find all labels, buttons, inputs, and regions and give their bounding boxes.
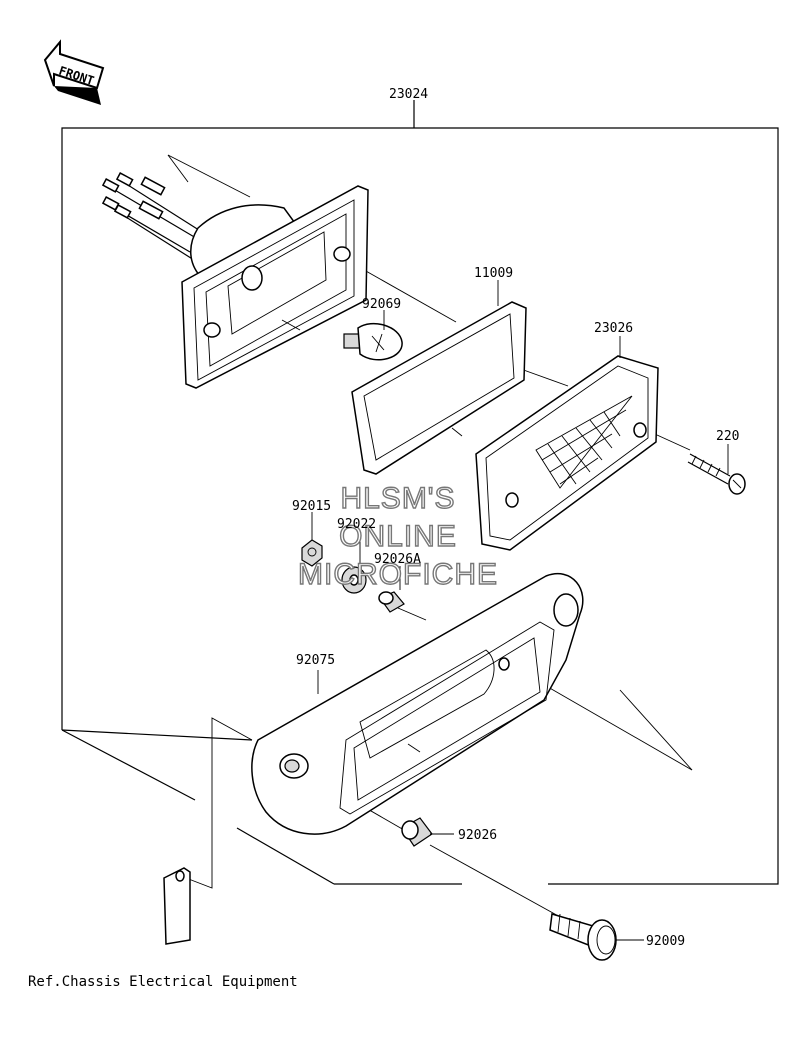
nut-icon bbox=[301, 539, 323, 567]
watermark-line-2: ONLINE bbox=[339, 520, 457, 553]
callout-nut: 92015 bbox=[292, 499, 331, 514]
bolt-icon bbox=[549, 913, 617, 961]
callout-collar: 92026 bbox=[458, 828, 497, 843]
callout-leaders bbox=[311, 100, 729, 941]
callout-labels: 23024 11009 92069 23026 220 92015 92022 … bbox=[292, 87, 739, 949]
callout-assembly: 23024 bbox=[389, 87, 428, 102]
watermark-line-1: HLSM'S bbox=[340, 482, 455, 515]
callout-gasket: 11009 bbox=[474, 266, 513, 281]
callout-bulb: 92069 bbox=[362, 297, 401, 312]
watermark-line-3: MICROFICHE bbox=[298, 558, 498, 591]
screw-icon bbox=[687, 453, 746, 495]
collar-icon bbox=[401, 817, 433, 847]
callout-collar-a: 92026A bbox=[374, 552, 421, 567]
washer-icon bbox=[341, 566, 367, 594]
wire-connector-icon bbox=[101, 172, 166, 220]
assembly-outline bbox=[61, 108, 779, 885]
reference-note: Ref.Chassis Electrical Equipment bbox=[28, 974, 298, 990]
lens-part bbox=[475, 355, 659, 551]
callout-screw: 220 bbox=[716, 429, 739, 444]
housing-part bbox=[251, 573, 584, 835]
lamp-unit bbox=[101, 172, 369, 389]
collar-a-icon bbox=[378, 591, 405, 613]
callout-lens: 23026 bbox=[594, 321, 633, 336]
terminal-connector-icon bbox=[163, 867, 191, 945]
callout-bolt: 92009 bbox=[646, 934, 685, 949]
gasket-part bbox=[351, 301, 527, 475]
front-direction-arrow-icon: FRONT bbox=[43, 39, 105, 105]
callout-washer: 92022 bbox=[337, 517, 376, 532]
watermark: HLSM'S ONLINE MICROFICHE bbox=[297, 481, 498, 591]
bulb-icon bbox=[343, 322, 403, 361]
callout-housing: 92075 bbox=[296, 653, 335, 668]
